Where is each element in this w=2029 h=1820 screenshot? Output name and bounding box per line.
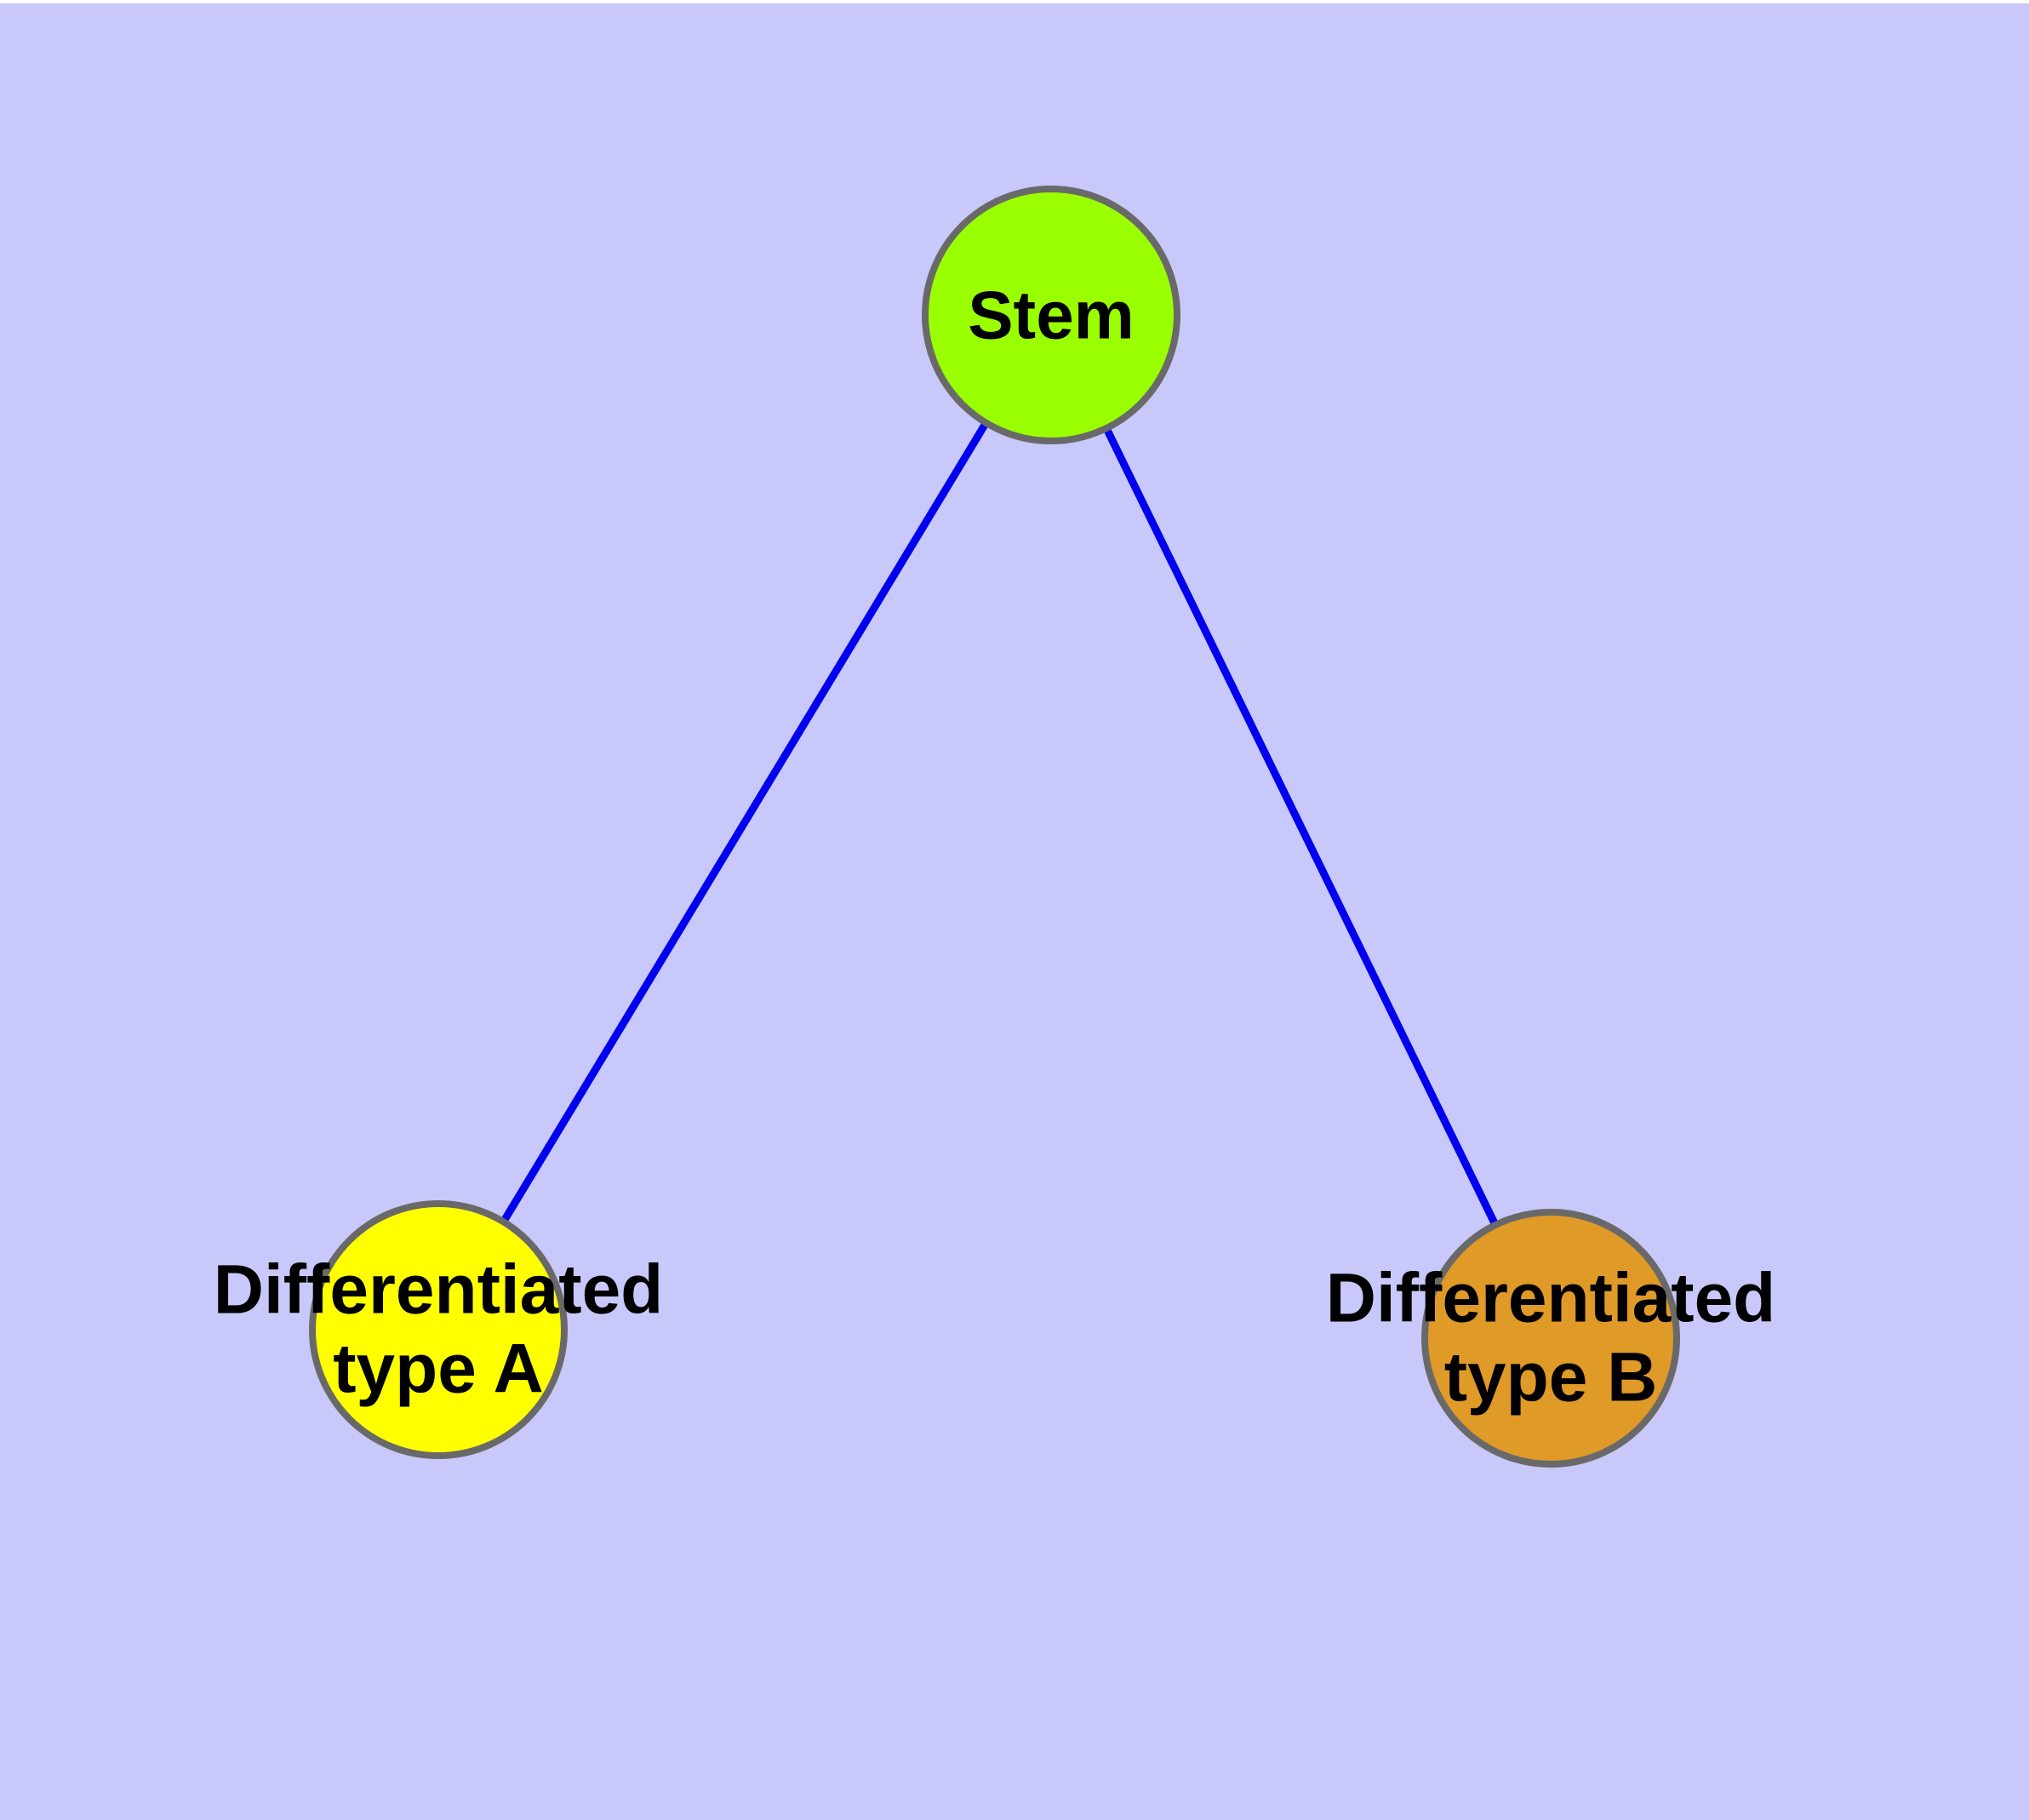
edge-layer (500, 421, 1499, 1227)
node-layer (309, 186, 1680, 1468)
node-differentiated-type-a[interactable] (309, 1200, 568, 1459)
edge-stem-to-diff-b[interactable] (1103, 426, 1499, 1227)
edge-stem-to-diff-a[interactable] (500, 421, 989, 1223)
node-stem[interactable] (922, 186, 1180, 444)
node-differentiated-type-b[interactable] (1421, 1209, 1680, 1468)
